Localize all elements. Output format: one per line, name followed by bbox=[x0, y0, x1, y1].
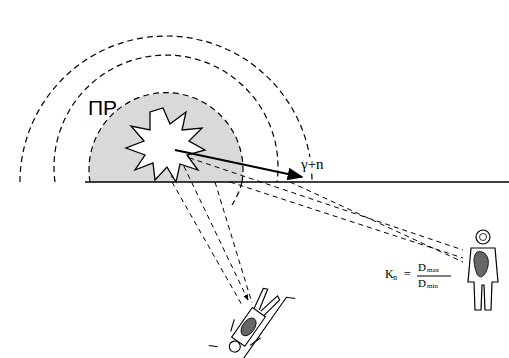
radiation-label: γ+n bbox=[300, 157, 325, 172]
radiation-arrow bbox=[175, 150, 302, 177]
zone-label: ПР bbox=[88, 97, 117, 118]
formula-subscript: min bbox=[427, 283, 438, 290]
wave-front bbox=[54, 55, 278, 182]
explosion-symbol bbox=[126, 108, 205, 182]
formula-sign: = bbox=[404, 268, 411, 280]
formula-symbol: K bbox=[385, 268, 394, 280]
wave-front bbox=[20, 36, 312, 182]
lying-person bbox=[209, 273, 296, 358]
fraction-bar bbox=[417, 276, 451, 277]
formula-subscript: max bbox=[427, 267, 439, 274]
standing-person bbox=[468, 230, 498, 310]
radiation-ray bbox=[290, 182, 463, 262]
formula-symbol: D bbox=[418, 262, 426, 273]
radiation-ray bbox=[172, 152, 463, 250]
formula-subscript: n bbox=[393, 274, 397, 282]
radiation-ray bbox=[215, 182, 252, 303]
formula-symbol: D bbox=[418, 278, 426, 289]
ground-line bbox=[85, 181, 509, 183]
radiation-ray bbox=[230, 182, 463, 258]
radiation-ray bbox=[180, 158, 248, 300]
radiation-ray bbox=[172, 182, 242, 305]
